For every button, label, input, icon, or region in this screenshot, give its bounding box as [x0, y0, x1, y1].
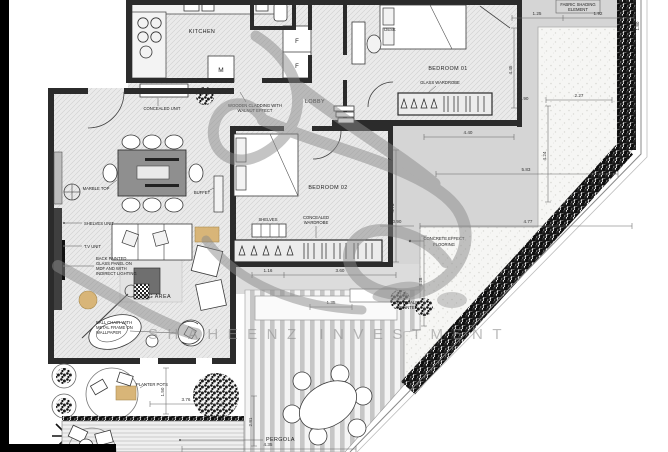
dim-4-45: 4.45: [508, 65, 513, 74]
walls: [48, 0, 522, 364]
bedroom1-furniture: [351, 4, 493, 116]
chaise: [88, 314, 142, 350]
concrete-flooring-label-1: CONCRETE EFFECT: [424, 236, 465, 241]
dim-1-16: 1.16: [264, 268, 273, 273]
dim-4-35: 4.35: [264, 442, 273, 447]
armchair: [195, 279, 227, 311]
dim-1-35: 1.35: [327, 300, 336, 305]
appliance-f1-label: F: [295, 39, 299, 45]
back-painted-label-1: BACK PAINTED: [96, 256, 126, 261]
dim-3-76: 3.76: [182, 397, 191, 402]
living-furniture: [53, 151, 227, 350]
scan-edge-left: [0, 0, 9, 452]
ball-chair-label-2: METAL FRAME ON: [96, 325, 133, 330]
ball-chair-label-1: BALL CHAIR WITH: [96, 320, 132, 325]
desk-1: [351, 21, 366, 65]
kitchen-label: KITCHEN: [189, 29, 215, 35]
planter-pots-label: PLANTER POTS: [136, 382, 168, 387]
desk-chair: [366, 34, 382, 54]
bedroom2-label: BEDROOM 02: [308, 185, 347, 191]
dim-1-50: 1.50: [160, 387, 165, 396]
fabric-shading-label-2: ELEMENT: [568, 7, 588, 12]
shelves-label: SHELVES: [258, 217, 277, 222]
bedroom1-label: BEDROOM 01: [428, 66, 467, 72]
back-painted-label-4: INDIRECT LIGHTING: [96, 271, 137, 276]
scan-edge-bottom: [0, 444, 116, 452]
dim-0-90a: 0.90: [520, 96, 529, 101]
appliance-m-label: M: [218, 67, 223, 74]
tv-wall-panel: [54, 208, 62, 310]
pergola-label: PERGOLA: [266, 437, 295, 443]
dim-1-92: 1.92: [594, 11, 603, 16]
marble-top-label: MARBLE TOP: [83, 186, 110, 191]
fabric-shading-label-1: FABRIC SHADING: [560, 2, 595, 7]
shelves-box: [251, 223, 287, 238]
dimension-lines: 1.25 1.92 1.80 4.45 0.90 2.27 4.24 4.40 …: [149, 0, 640, 452]
wall-openings: [140, 358, 212, 364]
dim-1-80a: 1.80: [635, 21, 640, 30]
dim-2-27: 2.27: [575, 93, 584, 98]
tv-unit-label: T.V UNIT: [84, 244, 101, 249]
plot-boundary: [349, 0, 648, 452]
concealed-wardrobe-label-1: CONCEALED: [303, 215, 329, 220]
pot-plant: [56, 368, 72, 384]
shelves-unit-strip: [53, 151, 63, 205]
dim-4-73: 4.73: [390, 203, 395, 212]
garden-tree: [193, 373, 239, 419]
back-painted-label-3: MDF AND WITH: [96, 266, 127, 271]
dining-set: [63, 134, 224, 213]
wc-toilet: [273, 2, 288, 22]
watermark: SHAHEENZ INVESTMENT: [52, 30, 511, 343]
dim-5-83: 5.83: [522, 167, 531, 172]
wardrobe-1: [397, 92, 493, 116]
concealed-planter-label-1: CONCEALED: [395, 300, 421, 305]
desk-label: DESK: [384, 27, 396, 32]
oval-table: [299, 380, 357, 430]
pot-plant: [56, 398, 72, 414]
dim-0-90c: 0.90: [393, 219, 402, 224]
dim-2-81: 2.81: [248, 417, 253, 426]
concealed-planter-label-2: PLANTER: [398, 305, 417, 310]
tv-screen: [62, 240, 65, 280]
dim-4-40: 4.40: [464, 130, 473, 135]
watermark-text: SHAHEENZ INVESTMENT: [148, 326, 511, 343]
glass-wardrobe-label: GLASS WARDROBE: [420, 80, 460, 85]
pouf-beige: [78, 290, 98, 310]
hedge-diagonal: [400, 141, 634, 395]
pool-edge-band: [62, 416, 244, 421]
dim-4-28: 4.28: [418, 277, 423, 286]
concrete-flooring-label-2: FLOORING: [433, 242, 455, 247]
concealed-unit-label: CONCEALED UNIT: [144, 106, 181, 111]
back-painted-label-2: GLASS PANEL ON: [96, 261, 132, 266]
hedge-vertical: [617, 0, 636, 150]
living-area-label: LIVING AREA: [133, 294, 171, 300]
ball-chair-label-3: WALLPAPER: [96, 330, 121, 335]
dim-4-24: 4.24: [542, 151, 547, 160]
appliance-f2-label: F: [295, 64, 299, 70]
buffet-unit: [213, 175, 224, 213]
terrace-areas: [232, 0, 636, 452]
dim-1-25: 1.25: [533, 11, 542, 16]
door-swings: [87, 5, 511, 160]
shelves-unit-label: SHELVES UNIT: [84, 221, 114, 226]
dim-4-77: 4.77: [524, 219, 533, 224]
outdoor-dining: [282, 364, 373, 446]
appliance-m-box: [207, 55, 235, 83]
concealed-wardrobe-label-2: WARDROBE: [304, 220, 329, 225]
dim-3-60: 3.60: [336, 268, 345, 273]
floor-lamp: [124, 284, 138, 298]
buffet-label: BUFFET: [194, 190, 211, 195]
